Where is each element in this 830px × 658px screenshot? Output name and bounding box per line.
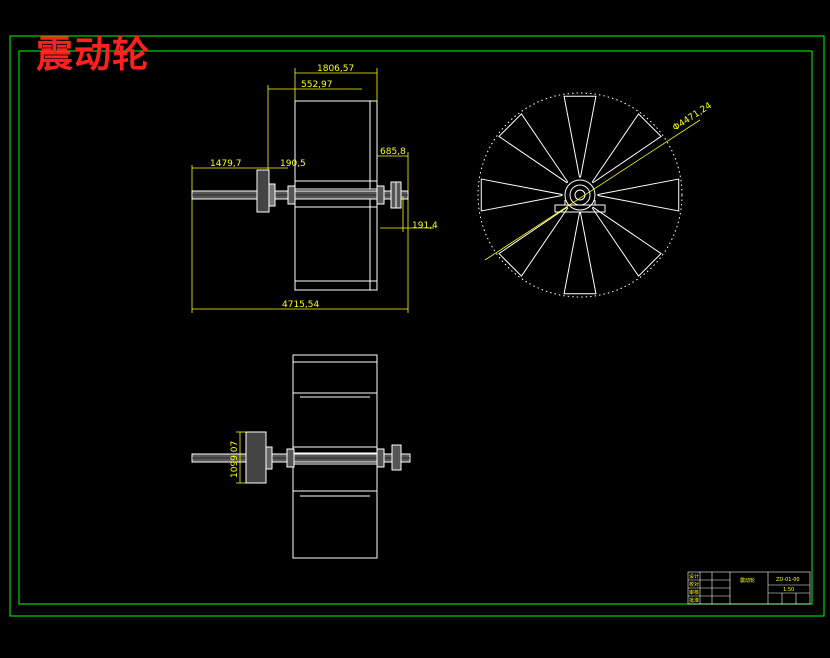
dim-diameter: Φ4471,24 [671, 101, 714, 134]
diameter-line [484, 119, 701, 261]
blade-4 [498, 206, 569, 277]
blade-2 [591, 206, 662, 277]
hub-outer [564, 179, 596, 211]
side-view: Φ4471,24 [477, 92, 714, 298]
upper-paddle [294, 100, 378, 190]
inner-frame [18, 50, 813, 605]
bottom-view [191, 354, 411, 559]
dim-total-length: 4715,54 [282, 300, 319, 310]
blade-6 [498, 113, 569, 184]
bearing-base [554, 204, 606, 213]
left-flange [256, 169, 270, 213]
dim-overall-width: 1806,57 [317, 64, 354, 74]
title-block [687, 571, 811, 605]
blade-7 [563, 95, 597, 178]
blade-8 [591, 113, 662, 184]
dim-shaft-length: 1479,7 [210, 159, 242, 169]
wheel-outline-circle [477, 92, 683, 298]
dim-right-hub: 191,4 [412, 221, 438, 231]
title-block-name: 震动轮 [740, 577, 755, 584]
title-block-cell-design: 设计 [689, 573, 699, 580]
blade-1 [597, 178, 680, 212]
dim-inner-width: 552,97 [301, 80, 333, 90]
blade-5 [480, 178, 563, 212]
title-block-drawing-no: ZD-01-00 [776, 577, 800, 583]
drawing-title: 震动轮 [36, 32, 150, 76]
title-block-cell-review: 审核 [689, 589, 699, 596]
front-view [191, 100, 409, 291]
dim-hub-height: 1099,07 [230, 441, 240, 478]
front-view-dimensions [191, 68, 434, 313]
dim-hub-offset: 190,5 [280, 159, 306, 169]
title-block-scale: 1:50 [783, 587, 794, 593]
bottom-upper-paddle [292, 354, 378, 454]
dim-right-flange: 685,8 [380, 147, 406, 157]
title-block-cell-check: 校对 [689, 581, 699, 588]
bottom-left-flange [245, 431, 267, 484]
outer-frame [9, 35, 825, 617]
title-block-cell-approve: 批准 [689, 597, 699, 604]
lower-paddle [294, 198, 378, 291]
bottom-right-flange [391, 444, 402, 471]
blade-3 [563, 212, 597, 295]
bottom-lower-paddle [292, 463, 378, 559]
